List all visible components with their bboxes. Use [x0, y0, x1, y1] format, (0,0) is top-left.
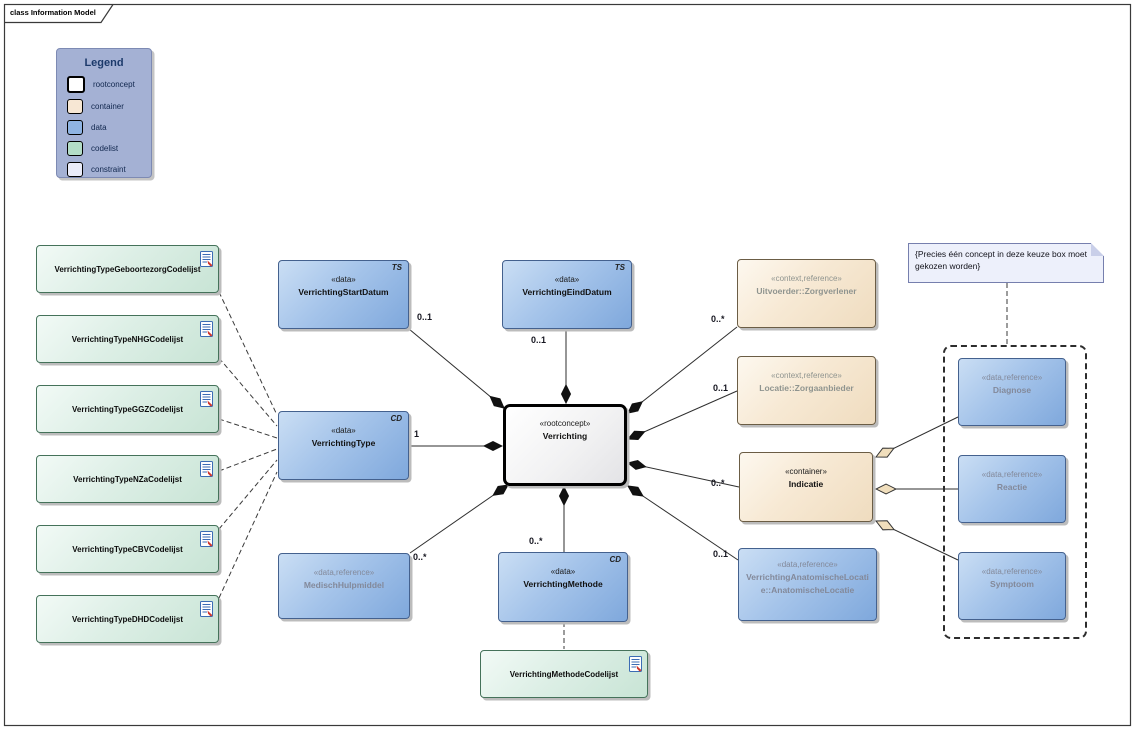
- node-name: Verrichting: [542, 431, 588, 442]
- node-stereotype: «data»: [331, 275, 356, 284]
- node-verrichtingtype-nhg-codelijst[interactable]: VerrichtingTypeNHGCodelijst: [36, 315, 219, 363]
- node-verrichting-einddatum[interactable]: TS «data» VerrichtingEindDatum: [502, 260, 632, 329]
- multiplicity-label-uitvoerder: 0..*: [711, 314, 725, 324]
- document-icon: [200, 251, 213, 267]
- node-stereotype: «data,reference»: [981, 373, 1043, 382]
- legend-swatch-data: [67, 120, 83, 135]
- node-name: VerrichtingEindDatum: [522, 287, 612, 298]
- node-verrichtingmethode-codelijst[interactable]: VerrichtingMethodeCodelijst: [480, 650, 648, 698]
- multiplicity-label-medischhulpmiddel: 0..*: [413, 552, 427, 562]
- diagram-tab: class Information Model: [10, 8, 96, 17]
- multiplicity-label-indicatie: 0..*: [711, 478, 725, 488]
- node-name: VerrichtingTypeDHDCodelijst: [72, 614, 183, 624]
- node-verrichting-rootconcept[interactable]: «rootconcept» Verrichting: [503, 404, 627, 486]
- node-verrichting-startdatum[interactable]: TS «data» VerrichtingStartDatum: [278, 260, 409, 329]
- node-stereotype: «rootconcept»: [539, 419, 591, 428]
- document-icon: [629, 656, 642, 672]
- document-icon: [200, 461, 213, 477]
- legend-item-label: constraint: [91, 165, 126, 174]
- node-name: VerrichtingTypeNHGCodelijst: [71, 334, 184, 344]
- node-name: Symptoom: [990, 579, 1034, 590]
- legend-item-rootconcept: rootconcept: [67, 76, 143, 93]
- legend-item-label: data: [91, 123, 107, 132]
- node-verrichtingtype-dhd-codelijst[interactable]: VerrichtingTypeDHDCodelijst: [36, 595, 219, 643]
- node-name: VerrichtingType: [311, 438, 376, 449]
- node-stereotype: «context,reference»: [771, 371, 842, 380]
- multiplicity-label-anatomischelocatie: 0..1: [713, 549, 729, 559]
- legend-swatch-constraint: [67, 162, 83, 177]
- legend-item-label: container: [91, 102, 124, 111]
- node-verrichtingtype-ggz-codelijst[interactable]: VerrichtingTypeGGZCodelijst: [36, 385, 219, 433]
- node-stereotype: «data,reference»: [981, 470, 1043, 479]
- constraint-note-text: {Precies één concept in deze keuze box m…: [915, 249, 1087, 272]
- node-verrichtingtype-cbv-codelijst[interactable]: VerrichtingTypeCBVCodelijst: [36, 525, 219, 573]
- node-name: VerrichtingTypeGGZCodelijst: [72, 404, 183, 414]
- node-verrichtingmethode[interactable]: CD «data» VerrichtingMethode: [498, 552, 628, 622]
- node-diagnose[interactable]: «data,reference» Diagnose: [958, 358, 1066, 426]
- datatype-label: CD: [390, 414, 402, 423]
- node-stereotype: «data»: [331, 426, 356, 435]
- datatype-label: CD: [609, 555, 621, 564]
- node-name: Diagnose: [992, 385, 1032, 396]
- legend-item-codelist: codelist: [67, 141, 143, 156]
- node-name: VerrichtingTypeGeboortezorgCodelijst: [54, 264, 201, 274]
- node-indicatie[interactable]: «container» Indicatie: [739, 452, 873, 522]
- note-fold-corner: [1091, 243, 1104, 256]
- multiplicity-label-verrichtingmethode: 0..*: [529, 536, 543, 546]
- document-icon: [200, 321, 213, 337]
- node-stereotype: «data,reference»: [981, 567, 1043, 576]
- node-reactie[interactable]: «data,reference» Reactie: [958, 455, 1066, 523]
- node-name: VerrichtingMethode: [523, 579, 603, 590]
- legend-item-constraint: constraint: [67, 162, 143, 177]
- datatype-label: TS: [391, 263, 402, 272]
- legend-item-container: container: [67, 99, 143, 114]
- node-uitvoerder-zorgverlener[interactable]: «context,reference» Uitvoerder::Zorgverl…: [737, 259, 876, 328]
- legend-item-data: data: [67, 120, 143, 135]
- choice-group-box: [943, 345, 1087, 639]
- datatype-label: TS: [614, 263, 625, 272]
- node-name: VerrichtingAnatomischeLocatie::Anatomisc…: [746, 572, 869, 596]
- node-stereotype: «context,reference»: [771, 274, 842, 283]
- constraint-note[interactable]: {Precies één concept in deze keuze box m…: [908, 243, 1104, 283]
- node-stereotype: «data,reference»: [313, 568, 375, 577]
- legend-swatch-rootconcept: [67, 76, 85, 93]
- document-icon: [200, 601, 213, 617]
- node-name: Locatie::Zorgaanbieder: [759, 383, 854, 394]
- node-verrichtingtype-geboortezorg-codelijst[interactable]: VerrichtingTypeGeboortezorgCodelijst: [36, 245, 219, 293]
- node-stereotype: «data»: [550, 567, 576, 576]
- node-stereotype: «data»: [554, 275, 580, 284]
- node-locatie-zorgaanbieder[interactable]: «context,reference» Locatie::Zorgaanbied…: [737, 356, 876, 425]
- node-stereotype: «container»: [785, 467, 827, 476]
- node-verrichtingtype-nza-codelijst[interactable]: VerrichtingTypeNZaCodelijst: [36, 455, 219, 503]
- legend-item-label: codelist: [91, 144, 119, 153]
- node-verrichtingtype[interactable]: CD «data» VerrichtingType: [278, 411, 409, 480]
- legend-title: Legend: [84, 57, 124, 69]
- legend: Legend rootconcept container data codeli…: [56, 48, 152, 178]
- node-name: Reactie: [996, 482, 1028, 493]
- node-symptoom[interactable]: «data,reference» Symptoom: [958, 552, 1066, 620]
- multiplicity-label-locatie: 0..1: [713, 383, 729, 393]
- node-name: Uitvoerder::Zorgverlener: [756, 286, 857, 297]
- legend-swatch-codelist: [67, 141, 83, 156]
- multiplicity-label-verrichtingtype: 1: [414, 429, 420, 439]
- node-name: VerrichtingStartDatum: [298, 287, 389, 298]
- node-name: VerrichtingTypeCBVCodelijst: [72, 544, 183, 554]
- node-medisch-hulpmiddel[interactable]: «data,reference» MedischHulpmiddel: [278, 553, 410, 619]
- document-icon: [200, 391, 213, 407]
- node-name: VerrichtingMethodeCodelijst: [509, 669, 619, 679]
- node-name: MedischHulpmiddel: [303, 580, 385, 591]
- legend-item-label: rootconcept: [93, 80, 135, 89]
- multiplicity-label-einddatum: 0..1: [531, 335, 547, 345]
- node-name: VerrichtingTypeNZaCodelijst: [73, 474, 182, 484]
- legend-swatch-container: [67, 99, 83, 114]
- node-stereotype: «data,reference»: [777, 560, 838, 569]
- multiplicity-label-startdatum: 0..1: [417, 312, 433, 322]
- document-icon: [200, 531, 213, 547]
- node-verrichting-anatomische-locatie[interactable]: «data,reference» VerrichtingAnatomischeL…: [738, 548, 877, 621]
- node-name: Indicatie: [788, 479, 824, 490]
